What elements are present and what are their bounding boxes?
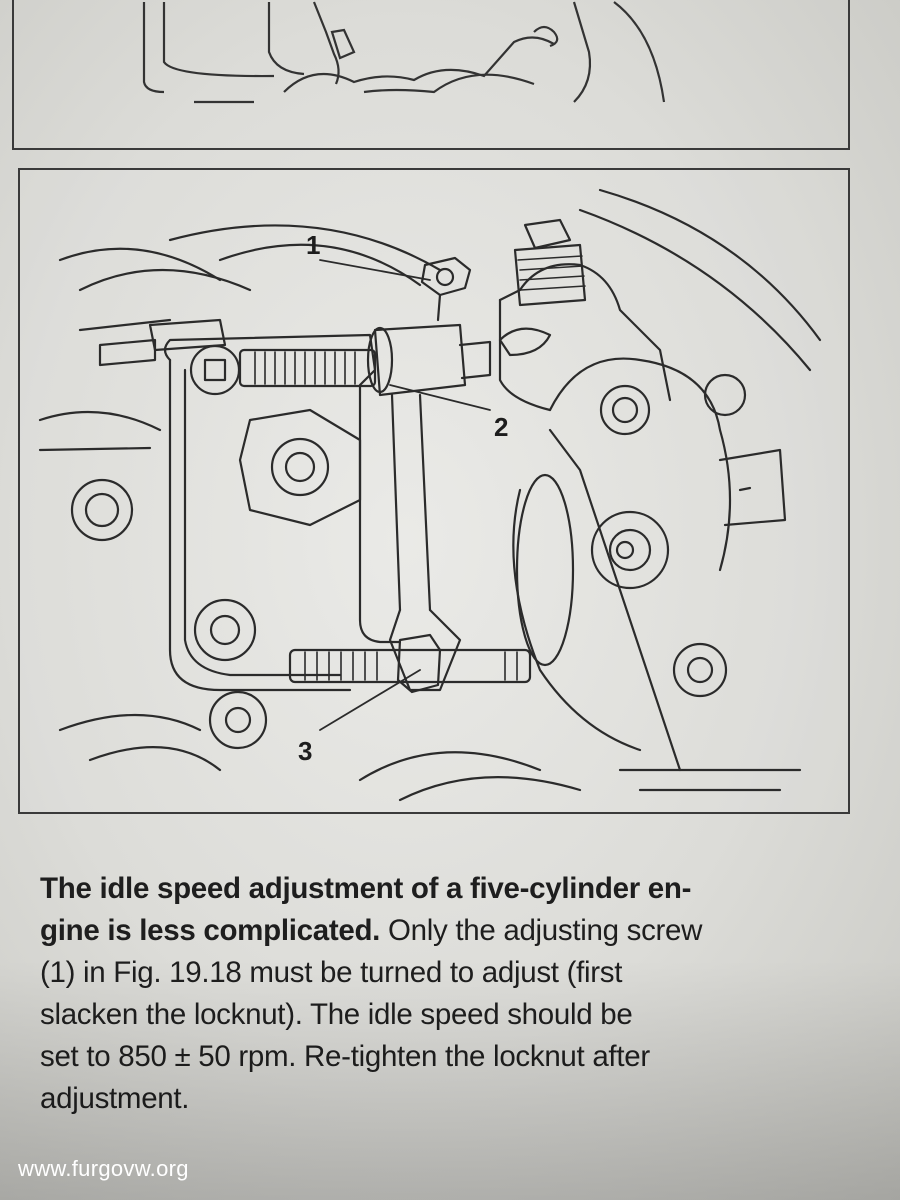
engine-figure: 1 2 3	[18, 168, 850, 814]
previous-figure-drawing	[142, 1, 666, 104]
caption-line: The idle speed adjustment of a five-cyli…	[40, 868, 840, 910]
caption-line: adjustment.	[40, 1078, 840, 1120]
callout-2: 2	[494, 412, 508, 442]
callout-1: 1	[306, 230, 320, 260]
caption-text: adjustment.	[40, 1082, 190, 1115]
caption-bold-text: gine is less complicated.	[40, 914, 381, 947]
caption-bold-text: The idle speed adjustment of a five-cyli…	[40, 872, 692, 905]
caption-line: (1) in Fig. 19.18 must be turned to adju…	[40, 952, 840, 994]
caption-text: (1) in Fig. 19.18 must be turned to adju…	[40, 956, 623, 989]
caption-line: set to 850 ± 50 rpm. Re-tighten the lock…	[40, 1036, 840, 1078]
caption-text: slacken the locknut). The idle speed sho…	[40, 998, 633, 1031]
callout-3: 3	[298, 736, 312, 766]
caption-paragraph: The idle speed adjustment of a five-cyli…	[40, 868, 840, 1120]
engine-line-drawing: 1 2 3	[38, 188, 822, 802]
caption-line: slacken the locknut). The idle speed sho…	[40, 994, 840, 1036]
caption-text: set to 850 ± 50 rpm. Re-tighten the lock…	[40, 1040, 650, 1073]
caption-line: gine is less complicated. Only the adjus…	[40, 910, 840, 952]
previous-figure-fragment	[12, 0, 850, 150]
caption-text: Only the adjusting screw	[380, 914, 703, 947]
watermark: www.furgovw.org	[18, 1156, 189, 1181]
